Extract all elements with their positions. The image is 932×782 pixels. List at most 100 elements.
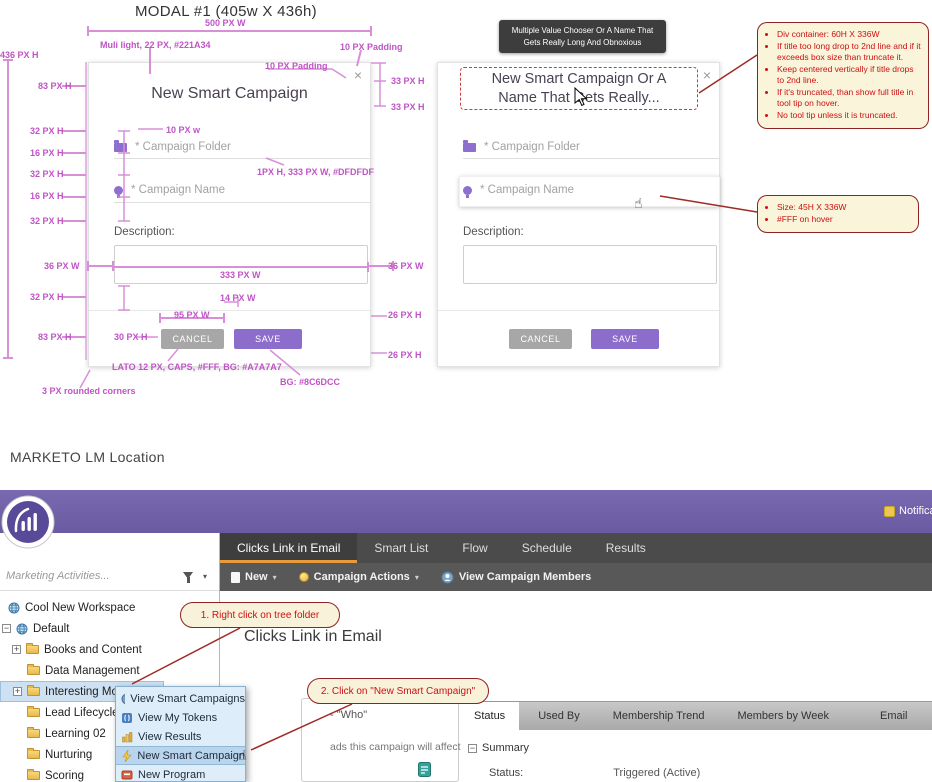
folder-icon [114,139,127,152]
campaign-folder-field[interactable]: * Campaign Folder [114,139,231,153]
chevron-down-icon[interactable]: ▾ [202,572,207,581]
campaign-folder-field[interactable]: * Campaign Folder [463,139,580,153]
measurement-label: BG: #8C6DCC [280,377,341,387]
measurement-label: 10 PX w [166,125,201,135]
lightning-icon [122,749,132,762]
menu-item-view-smart-campaigns[interactable]: View Smart Campaigns [116,689,245,708]
measurement-label: 36 PX W [388,261,424,271]
tab-clicks-link-in-email[interactable]: Clicks Link in Email [220,533,358,563]
measurement-label: 32 PX H [30,292,64,302]
campaign-nav-tabs: Clicks Link in Email Smart List Flow Sch… [220,533,932,563]
notifications-label: Notifications [899,505,932,517]
measurement-label: 10 PX Padding [265,61,328,71]
close-icon[interactable]: × [702,67,711,83]
tab-members-by-week[interactable]: Members by Week [737,710,829,722]
modal-title: New Smart Campaign [151,85,308,102]
menu-item-label: View My Tokens [138,711,218,724]
tree-item-books-and-content[interactable]: Books and Content [0,639,142,660]
tree-item-data-management[interactable]: Data Management [0,660,140,681]
expand-icon[interactable] [13,687,22,696]
measurement-label: 436 PX H [0,50,39,60]
description-label: Description: [463,226,524,238]
menu-item-view-results[interactable]: View Results [116,727,245,746]
smart-campaigns-icon [121,693,126,704]
folder-icon [463,139,476,152]
location-heading: MARKETO LM Location [10,449,165,465]
measurement-label: 30 PX H [114,332,148,342]
campaign-name-label: * Campaign Name [480,184,574,196]
measurement-label: 500 PX W [205,18,246,28]
menu-item-new-smart-campaign[interactable]: New Smart Campaign [116,746,245,765]
expand-icon[interactable] [12,645,21,654]
tree-item-scoring[interactable]: Scoring [0,765,84,782]
note-item: If title too long drop to 2nd line and i… [777,41,922,63]
close-icon[interactable]: × [353,67,362,83]
tree-item-workspace[interactable]: Cool New Workspace [0,597,135,618]
measurement-label: Muli light, 22 PX, #221A34 [100,40,211,50]
campaign-actions-button[interactable]: Campaign Actions ▾ [288,563,430,591]
tab-used-by[interactable]: Used By [538,710,580,722]
tab-membership-trend[interactable]: Membership Trend [612,710,705,722]
annotation-note-title-rules: Div container: 60H X 336W If title too l… [757,22,929,130]
field-divider [114,202,370,203]
note-item: Size: 45H X 336W [777,202,912,213]
folder-icon [27,685,40,696]
note-item: If it's truncated, than show full title … [777,87,922,109]
status-value: Triggered (Active) [613,767,701,779]
campaign-name-field[interactable]: * Campaign Name [114,184,225,198]
annotation-note-hover-size: Size: 45H X 336W #FFF on hover [757,195,919,234]
summary-section-header[interactable]: Summary [468,742,529,754]
globe-icon [16,623,28,634]
folder-icon [27,706,40,717]
menu-item-label: View Results [138,730,202,743]
cancel-button[interactable]: CANCEL [509,329,572,349]
tree-item-label: Learning 02 [45,727,106,740]
tree-item-nurturing[interactable]: Nurturing [0,744,92,765]
status-row: Status:Triggered (Active) [489,767,700,779]
tab-results[interactable]: Results [605,541,646,555]
tab-schedule[interactable]: Schedule [521,541,572,555]
folder-icon [26,643,39,654]
campaign-folder-label: * Campaign Folder [484,141,580,153]
new-label: New [245,571,268,583]
smart-list-title-fragment: - "Who" [330,709,368,721]
tree-item-default[interactable]: Default [0,618,69,639]
collapse-icon[interactable] [2,624,11,633]
campaign-name-label: * Campaign Name [131,184,225,196]
note-item: No tool tip unless it is truncated. [777,110,922,121]
view-campaign-members-button[interactable]: View Campaign Members [430,563,602,591]
collapse-icon[interactable] [468,743,477,753]
modal-mockup-2: × New Smart Campaign Or A Name That Gets… [437,62,720,367]
globe-icon [8,602,20,613]
chevron-down-icon: ▾ [272,572,277,582]
measurement-label: 32 PX H [30,169,64,179]
menu-item-new-program[interactable]: New Program [116,765,245,782]
chevron-down-icon: ▾ [414,572,419,582]
measurement-label: LATO 12 PX, CAPS, #FFF, BG: #A7A7A7 [112,362,282,372]
description-textarea[interactable] [463,245,717,284]
marketo-app-screenshot: Notifications Clicks Link in Email Smart… [0,490,932,782]
action-toolbar: New ▾ Campaign Actions ▾ View Campaign M… [220,563,932,591]
tab-status[interactable]: Status [460,702,520,730]
tree-item-lead-lifecycle[interactable]: Lead Lifecycle [0,702,119,723]
folder-icon [27,748,40,759]
tab-email[interactable]: Email [879,710,908,722]
save-button[interactable]: SAVE [591,329,659,349]
tab-smart-list[interactable]: Smart List [374,541,429,555]
tree-item-learning-02[interactable]: Learning 02 [0,723,106,744]
new-button[interactable]: New ▾ [220,563,288,591]
results-icon [122,731,133,742]
filter-icon[interactable] [183,572,193,583]
save-button[interactable]: SAVE [234,329,302,349]
cancel-button[interactable]: CANCEL [161,329,224,349]
tree-item-label: Scoring [45,769,84,782]
campaign-name-field[interactable]: * Campaign Name [463,184,574,198]
menu-item-view-my-tokens[interactable]: View My Tokens [116,708,245,727]
notifications-link[interactable]: Notifications [884,505,932,517]
campaign-folder-label: * Campaign Folder [135,141,231,153]
marketo-logo-icon [1,495,55,549]
menu-item-label: New Smart Campaign [137,749,245,762]
search-input[interactable]: Marketing Activities... [6,570,110,582]
spec-heading: MODAL #1 (405w X 436h) [135,3,317,20]
tab-flow[interactable]: Flow [462,541,488,555]
